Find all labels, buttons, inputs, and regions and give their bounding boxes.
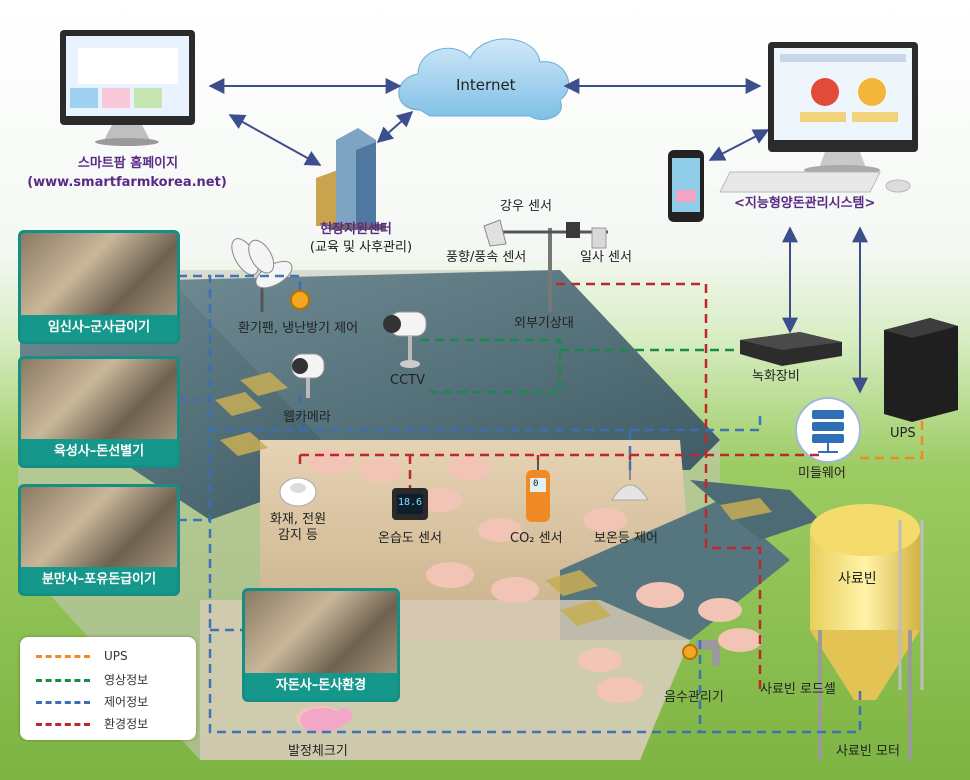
mgmt-monitor xyxy=(719,42,918,193)
feed-bin-loadcell-label: 사료빈 로드셀 xyxy=(760,682,836,697)
legend-swatch-ups xyxy=(36,655,90,658)
temp-display-value: 18.6 xyxy=(398,497,423,508)
nursery-photo xyxy=(245,591,397,673)
legend-swatch-video xyxy=(36,679,90,682)
feed-silo xyxy=(810,504,924,760)
co2-sensor xyxy=(526,458,550,522)
panel-nursery-label: 자돈사–돈사환경 xyxy=(275,678,367,693)
panel-grower-label: 육성사–돈선별기 xyxy=(53,444,145,459)
heat-lamp xyxy=(611,460,649,501)
temp-sensor xyxy=(392,488,428,520)
homepage-url[interactable]: (www.smartfarmkorea.net) xyxy=(27,175,227,190)
legend-label-control: 제어정보 xyxy=(104,695,149,709)
water-tap xyxy=(682,640,720,666)
estrus-checker-label: 발정체크기 xyxy=(288,744,348,759)
panel-farrowing-label: 분만사–포유돈급이기 xyxy=(41,572,157,587)
legend-swatch-env xyxy=(36,723,90,726)
estrus-pig-icon xyxy=(300,708,352,732)
legend-item-env: 환경정보 xyxy=(36,715,148,733)
internet-label: Internet xyxy=(456,76,516,94)
fan xyxy=(231,238,310,312)
co2-display-value: 0 xyxy=(533,479,539,489)
ups-box xyxy=(884,318,958,422)
feed-bin-label: 사료빈 xyxy=(838,571,877,587)
panel-farrowing[interactable]: 분만사–포유돈급이기 xyxy=(18,484,180,596)
smartphone xyxy=(668,150,704,222)
feed-bin-motor-label: 사료빈 모터 xyxy=(836,744,900,759)
legend-item-control: 제어정보 xyxy=(36,693,148,711)
webcam-label: 웹카메라 xyxy=(283,410,331,425)
recorder-label: 녹화장비 xyxy=(752,369,800,384)
legend-item-video: 영상정보 xyxy=(36,671,148,689)
weather-station-label: 외부기상대 xyxy=(514,316,574,331)
homepage-title: 스마트팜 홈페이지 xyxy=(77,156,179,171)
mgmt-system-title: <지능형양돈관리시스템> xyxy=(734,196,876,211)
internet-cloud xyxy=(398,38,570,120)
legend-swatch-control xyxy=(36,701,90,704)
water-manager-label: 음수관리기 xyxy=(664,690,724,705)
cctv-camera xyxy=(383,311,427,368)
middleware-server xyxy=(795,397,861,463)
co2-sensor-label: CO₂ 센서 xyxy=(510,531,563,546)
panel-gestation-label: 임신사–군사급이기 xyxy=(47,320,151,335)
legend-box: UPS 영상정보 제어정보 환경정보 xyxy=(20,637,196,740)
support-center-title: 현장지원센터 xyxy=(320,222,392,237)
recorder-box xyxy=(740,332,842,366)
farrowing-photo xyxy=(21,487,177,567)
legend-label-env: 환경정보 xyxy=(104,717,149,731)
gestation-photo xyxy=(21,233,177,315)
webcam-camera xyxy=(291,353,325,398)
temp-sensor-label: 온습도 센서 xyxy=(378,531,442,546)
fire-sensor-label: 화재, 전원 감지 등 xyxy=(269,512,327,544)
ups-label: UPS xyxy=(890,426,916,441)
solar-sensor-label: 일사 센서 xyxy=(580,250,632,265)
middleware-label: 미들웨어 xyxy=(798,466,846,481)
support-center-subtitle: (교육 및 사후관리) xyxy=(309,240,413,255)
heat-lamp-label: 보온등 제어 xyxy=(594,531,658,546)
legend-label-video: 영상정보 xyxy=(104,673,149,687)
cctv-label: CCTV xyxy=(390,373,425,388)
wind-sensor-label: 풍향/풍속 센서 xyxy=(446,250,527,265)
grower-photo xyxy=(21,359,177,439)
support-center-building xyxy=(316,128,386,230)
legend-item-ups: UPS xyxy=(36,649,128,667)
legend-label-ups: UPS xyxy=(104,649,128,663)
panel-grower[interactable]: 육성사–돈선별기 xyxy=(18,356,180,468)
homepage-monitor xyxy=(60,30,195,146)
fire-sensor xyxy=(279,477,317,507)
panel-gestation[interactable]: 임신사–군사급이기 xyxy=(18,230,180,344)
rain-sensor-label: 강우 센서 xyxy=(500,199,552,214)
panel-nursery[interactable]: 자돈사–돈사환경 xyxy=(242,588,400,702)
weather-station xyxy=(483,219,608,312)
fan-control-label: 환기팬, 냉난방기 제어 xyxy=(238,321,359,336)
